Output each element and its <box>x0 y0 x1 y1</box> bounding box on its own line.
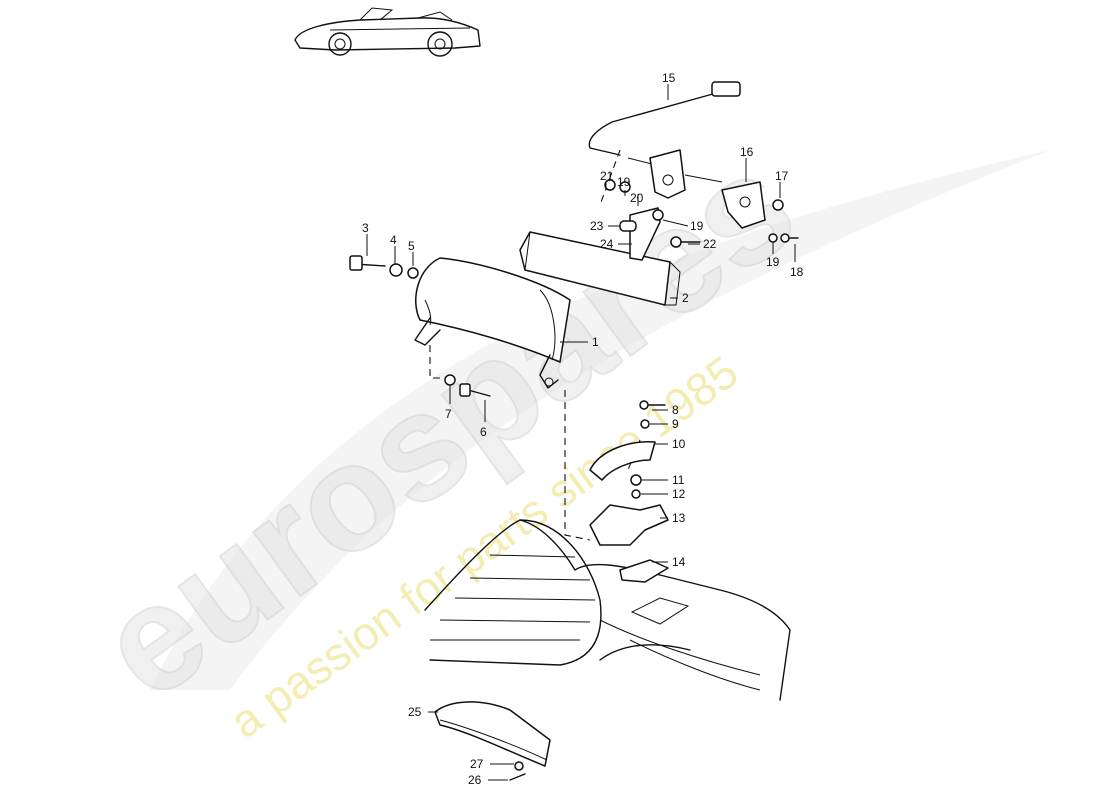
svg-text:14: 14 <box>672 555 686 569</box>
callout-10: 10 <box>655 437 686 451</box>
watermark-swoosh <box>150 150 1050 690</box>
svg-text:26: 26 <box>468 773 482 787</box>
svg-text:27: 27 <box>470 757 484 771</box>
svg-text:19: 19 <box>690 219 704 233</box>
callout-24: 24 <box>600 237 632 251</box>
svg-text:22: 22 <box>703 237 717 251</box>
rear-seat-outline <box>424 519 791 701</box>
svg-text:10: 10 <box>672 437 686 451</box>
callout-21: 21 <box>600 169 614 190</box>
callout-18: 18 <box>790 244 804 279</box>
callout-1: 1 <box>560 335 599 349</box>
svg-text:4: 4 <box>390 233 397 247</box>
part-2-panel <box>519 231 681 306</box>
callout-14: 14 <box>652 555 686 569</box>
callout-8: 8 <box>652 403 679 417</box>
part-25-cover <box>434 701 551 767</box>
callout-7: 7 <box>445 386 452 421</box>
svg-text:13: 13 <box>672 511 686 525</box>
callout-13: 13 <box>660 511 686 525</box>
part-15-cable <box>588 81 741 165</box>
part-13-latch-bracket <box>589 504 669 546</box>
part-16-lock-assembly <box>649 149 766 229</box>
svg-text:7: 7 <box>445 407 452 421</box>
callout-19b: 19 <box>662 219 704 233</box>
svg-text:6: 6 <box>480 425 487 439</box>
svg-text:2: 2 <box>682 291 689 305</box>
callout-9: 9 <box>650 417 679 431</box>
svg-text:16: 16 <box>740 145 754 159</box>
callout-26: 26 <box>468 773 508 787</box>
part-23-bushing <box>619 220 637 232</box>
svg-text:15: 15 <box>662 71 676 85</box>
svg-text:18: 18 <box>790 265 804 279</box>
callout-11: 11 <box>642 473 685 487</box>
svg-text:19: 19 <box>766 255 780 269</box>
callout-6: 6 <box>480 400 487 439</box>
part-1-roll-cylinder <box>414 257 571 389</box>
svg-text:19: 19 <box>617 175 631 189</box>
callout-25: 25 <box>408 705 438 719</box>
svg-text:1: 1 <box>592 335 599 349</box>
watermark: eurospares a passion for parts since 198… <box>69 119 1050 748</box>
callout-23: 23 <box>590 219 620 233</box>
callout-22: 22 <box>688 237 717 251</box>
svg-text:3: 3 <box>362 221 369 235</box>
fasteners <box>349 179 799 781</box>
svg-text:25: 25 <box>408 705 422 719</box>
callout-2: 2 <box>670 291 689 305</box>
svg-text:12: 12 <box>672 487 686 501</box>
svg-text:11: 11 <box>672 473 685 487</box>
part-14-plate <box>619 559 669 583</box>
svg-text:24: 24 <box>600 237 614 251</box>
callout-4: 4 <box>390 233 397 264</box>
svg-text:8: 8 <box>672 403 679 417</box>
svg-text:9: 9 <box>672 417 679 431</box>
callout-19c: 19 <box>766 242 780 269</box>
svg-text:17: 17 <box>775 169 789 183</box>
callout-17: 17 <box>775 169 789 198</box>
svg-text:23: 23 <box>590 219 604 233</box>
part-10-cover <box>589 441 656 481</box>
svg-text:5: 5 <box>408 239 415 253</box>
callout-19a: 19 <box>617 175 631 196</box>
callout-3: 3 <box>362 221 369 256</box>
svg-text:20: 20 <box>630 191 644 205</box>
callout-5: 5 <box>408 239 415 266</box>
callout-20: 20 <box>630 191 644 206</box>
callout-15: 15 <box>662 71 676 100</box>
part-24-bracket <box>629 207 661 261</box>
callout-12: 12 <box>641 487 686 501</box>
callout-27: 27 <box>470 757 514 771</box>
svg-text:21: 21 <box>600 169 614 183</box>
callouts: 1 2 3 4 5 6 7 8 9 10 11 12 13 14 15 16 1… <box>362 71 804 787</box>
car-thumbnail-icon <box>294 7 481 57</box>
callout-16: 16 <box>740 145 754 182</box>
watermark-brand: eurospares <box>70 120 823 731</box>
